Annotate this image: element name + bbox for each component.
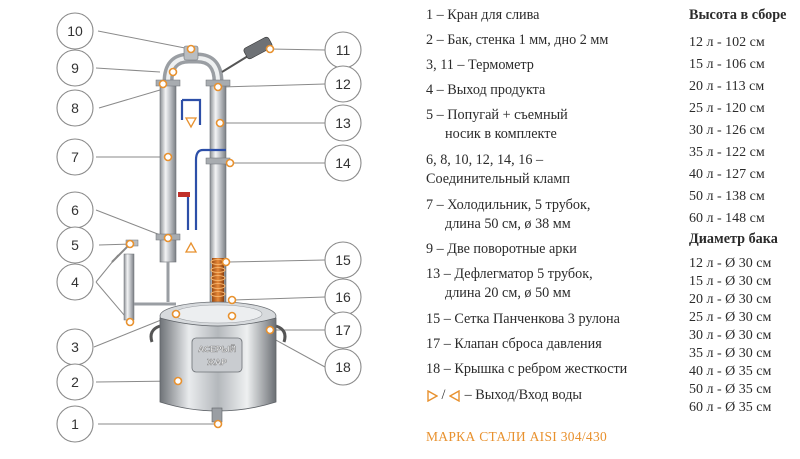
- diameter-item: 40 л - Ø 35 см: [689, 364, 772, 379]
- water-in-icon: [449, 389, 460, 402]
- callout-9-label: 9: [71, 60, 79, 76]
- steel-grade: МАРКА СТАЛИ AISI 304/430: [426, 429, 608, 444]
- callout-17: 17: [324, 311, 362, 349]
- callout-2-label: 2: [71, 374, 79, 390]
- callouts: 10 9 8 7 6 5 4 3 2 1 11 12 13 14 15 16 1…: [56, 12, 362, 443]
- height-item: 12 л - 102 см: [689, 35, 765, 50]
- callout-14-label: 14: [335, 155, 351, 171]
- tank-logo-line1: АСЕРЫЙ: [198, 343, 236, 354]
- water-label: – Выход/Вход воды: [464, 387, 582, 403]
- legend-item-5-cont: носик в комплекте: [445, 126, 557, 142]
- diameter-item: 12 л - Ø 30 см: [689, 256, 772, 271]
- legend-item-18: 18 – Крышка с ребром жесткости: [426, 361, 628, 377]
- callout-2: 2: [56, 363, 94, 401]
- callout-7-label: 7: [71, 149, 79, 165]
- callout-10: 10: [56, 12, 94, 50]
- callout-15: 15: [324, 241, 362, 279]
- callout-8: 8: [56, 89, 94, 127]
- legend-item-3: 3, 11 – Термометр: [426, 57, 534, 73]
- callout-6-label: 6: [71, 202, 79, 218]
- water-out-icon: [427, 389, 438, 402]
- legend-item-1: 1 – Кран для слива: [426, 7, 540, 23]
- callout-16-label: 16: [335, 289, 351, 305]
- height-item: 35 л - 122 см: [689, 145, 765, 160]
- specs-panel: Высота в сборе 12 л - 102 см 15 л - 106 …: [689, 0, 800, 459]
- callout-5: 5: [56, 226, 94, 264]
- height-item: 40 л - 127 см: [689, 167, 765, 182]
- diameter-item: 60 л - Ø 35 см: [689, 400, 772, 415]
- legend-item-17: 17 – Клапан сброса давления: [426, 336, 602, 352]
- distiller-diagram: АСЕРЫЙ ЖАР 10 9 8 7: [56, 12, 362, 443]
- callout-18: 18: [324, 348, 362, 386]
- leader-lines: [93, 30, 326, 425]
- legend-item-5: 5 – Попугай + съемный: [426, 107, 568, 123]
- callout-10-label: 10: [67, 23, 83, 39]
- apparatus-illustration: АСЕРЫЙ ЖАР: [111, 36, 287, 429]
- callout-6: 6: [56, 191, 94, 229]
- callout-3: 3: [56, 328, 94, 366]
- legend-item-7-cont: длина 50 см, ø 38 мм: [445, 216, 571, 232]
- height-item: 60 л - 148 см: [689, 211, 765, 226]
- callout-13: 13: [324, 104, 362, 142]
- callout-3-label: 3: [71, 339, 79, 355]
- callout-16: 16: [324, 278, 362, 316]
- legend-item-13: 13 – Дефлегматор 5 трубок,: [426, 266, 593, 282]
- diameter-item: 20 л - Ø 30 см: [689, 292, 772, 307]
- callout-7: 7: [56, 138, 94, 176]
- callout-15-label: 15: [335, 252, 351, 268]
- callout-18-label: 18: [335, 359, 351, 375]
- diameter-item: 15 л - Ø 30 см: [689, 274, 772, 289]
- height-section-title: Высота в сборе: [689, 7, 787, 23]
- legend-item-clamps-cont: Соединительный кламп: [426, 171, 570, 187]
- legend-item-15: 15 – Сетка Панченкова 3 рулона: [426, 311, 620, 327]
- callout-17-label: 17: [335, 322, 351, 338]
- diameter-item: 35 л - Ø 30 см: [689, 346, 772, 361]
- callout-4: 4: [56, 263, 94, 301]
- legend-item-water: / – Выход/Вход воды: [426, 386, 582, 404]
- height-item: 25 л - 120 см: [689, 101, 765, 116]
- height-item: 50 л - 138 см: [689, 189, 765, 204]
- callout-9: 9: [56, 49, 94, 87]
- callout-8-label: 8: [71, 100, 79, 116]
- legend-item-9: 9 – Две поворотные арки: [426, 241, 577, 257]
- legend-item-2: 2 – Бак, стенка 1 мм, дно 2 мм: [426, 32, 609, 48]
- height-item: 20 л - 113 см: [689, 79, 765, 94]
- callout-14: 14: [324, 144, 362, 182]
- height-item: 15 л - 106 см: [689, 57, 765, 72]
- diameter-item: 50 л - Ø 35 см: [689, 382, 772, 397]
- diameter-section-title: Диаметр бака: [689, 231, 778, 247]
- legend-item-clamps: 6, 8, 10, 12, 14, 16 –: [426, 152, 544, 168]
- parts-legend: 1 – Кран для слива 2 – Бак, стенка 1 мм,…: [426, 0, 686, 459]
- callout-13-label: 13: [335, 115, 351, 131]
- callout-4-label: 4: [71, 274, 79, 290]
- callout-11: 11: [324, 31, 362, 69]
- callout-1-label: 1: [71, 416, 79, 432]
- callout-5-label: 5: [71, 237, 79, 253]
- callout-12-label: 12: [335, 76, 351, 92]
- callout-1: 1: [56, 405, 94, 443]
- height-item: 30 л - 126 см: [689, 123, 765, 138]
- diameter-item: 30 л - Ø 30 см: [689, 328, 772, 343]
- legend-item-13-cont: длина 20 см, ø 50 мм: [445, 285, 571, 301]
- tank-logo-line2: ЖАР: [206, 357, 227, 367]
- legend-item-4: 4 – Выход продукта: [426, 82, 546, 98]
- water-separator: /: [441, 387, 446, 403]
- callout-11-label: 11: [336, 42, 351, 58]
- legend-item-7: 7 – Холодильник, 5 трубок,: [426, 197, 591, 213]
- diameter-item: 25 л - Ø 30 см: [689, 310, 772, 325]
- callout-12: 12: [324, 65, 362, 103]
